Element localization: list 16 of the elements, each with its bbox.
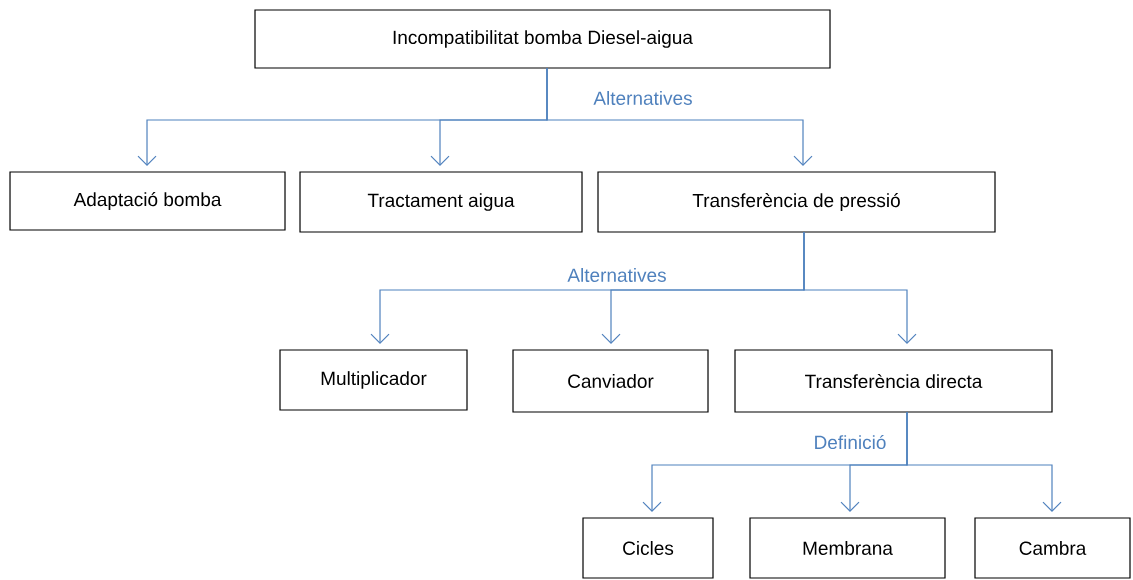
process-box: Tractament aigua <box>299 171 583 233</box>
edge-label: Definició <box>812 433 888 451</box>
process-box: Canviador <box>512 349 709 413</box>
process-box: Cambra <box>974 517 1131 579</box>
process-box: Cicles <box>582 517 714 579</box>
arrow <box>803 231 917 344</box>
process-box: Transferència directa <box>734 349 1053 413</box>
arrow <box>546 67 813 166</box>
edge-label: Alternatives <box>592 90 694 106</box>
edge-label: Alternatives <box>566 267 668 283</box>
process-box: Transferència de pressió <box>597 171 996 233</box>
process-box: Multiplicador <box>279 349 468 411</box>
process-box: Incompatibilitat bomba Diesel-aigua <box>254 9 831 69</box>
process-box: Membrana <box>749 517 946 579</box>
arrow <box>906 411 1062 512</box>
process-box: Adaptació bomba <box>9 171 286 231</box>
